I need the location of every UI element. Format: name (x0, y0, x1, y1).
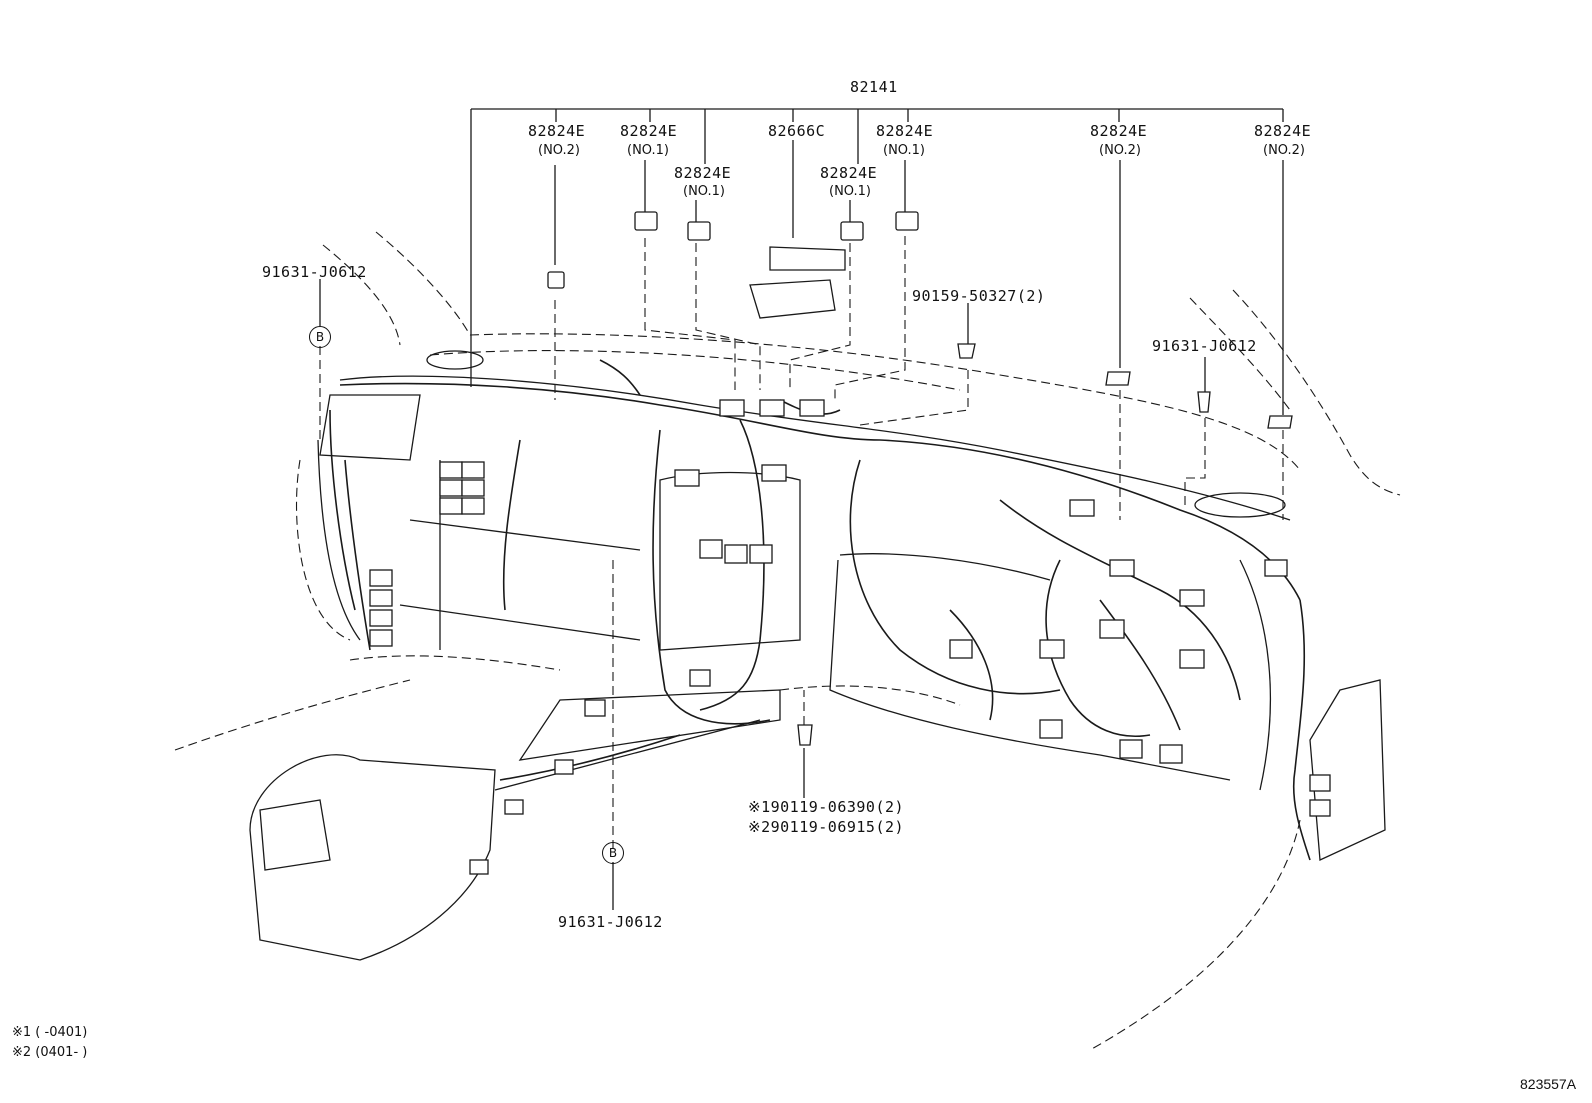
bolt-part-number-2: ※290119-06915(2) (748, 818, 905, 836)
clamp-spec-6: (NO.2) (1099, 143, 1141, 158)
clamp-part-number-2: 82824E (620, 122, 678, 140)
assembly-part-number: 82141 (850, 78, 898, 96)
clamp-part-number-5: 82824E (876, 122, 934, 140)
screw-part-number: 90159-50327(2) (912, 287, 1046, 305)
clamp-spec-7: (NO.2) (1263, 143, 1305, 158)
relay-block-part-number: 82666C (768, 122, 826, 140)
grommet-part-number-right: 91631-J0612 (1152, 337, 1257, 355)
leader-lines (319, 108, 1284, 910)
clamp-spec-2: (NO.1) (627, 143, 669, 158)
clamp-spec-5: (NO.1) (883, 143, 925, 158)
footnote-2: ※2 (0401- ) (12, 1045, 88, 1060)
clamp-part-number-7: 82824E (1254, 122, 1312, 140)
bolt-part-number-1: ※190119-06390(2) (748, 798, 905, 816)
clamp-spec-4: (NO.1) (829, 184, 871, 199)
connectors (369, 211, 1331, 875)
dashed-lines (174, 231, 1401, 1051)
clamp-part-number-1: 82824E (528, 122, 586, 140)
dashboard-outline (249, 350, 1386, 961)
callout-b-bottom: B (602, 842, 624, 864)
callout-b-left: B (309, 326, 331, 348)
wiring-harness (329, 359, 1311, 861)
footnote-1: ※1 ( -0401) (12, 1025, 88, 1040)
grommet-part-number-left: 91631-J0612 (262, 263, 367, 281)
clamp-spec-1: (NO.2) (538, 143, 580, 158)
clamp-part-number-6: 82824E (1090, 122, 1148, 140)
grommet-part-number-bottom: 91631-J0612 (558, 913, 663, 931)
figure-code: 823557A (1520, 1076, 1577, 1092)
clamp-spec-3: (NO.1) (683, 184, 725, 199)
clamp-part-number-3: 82824E (674, 164, 732, 182)
clamp-part-number-4: 82824E (820, 164, 878, 182)
